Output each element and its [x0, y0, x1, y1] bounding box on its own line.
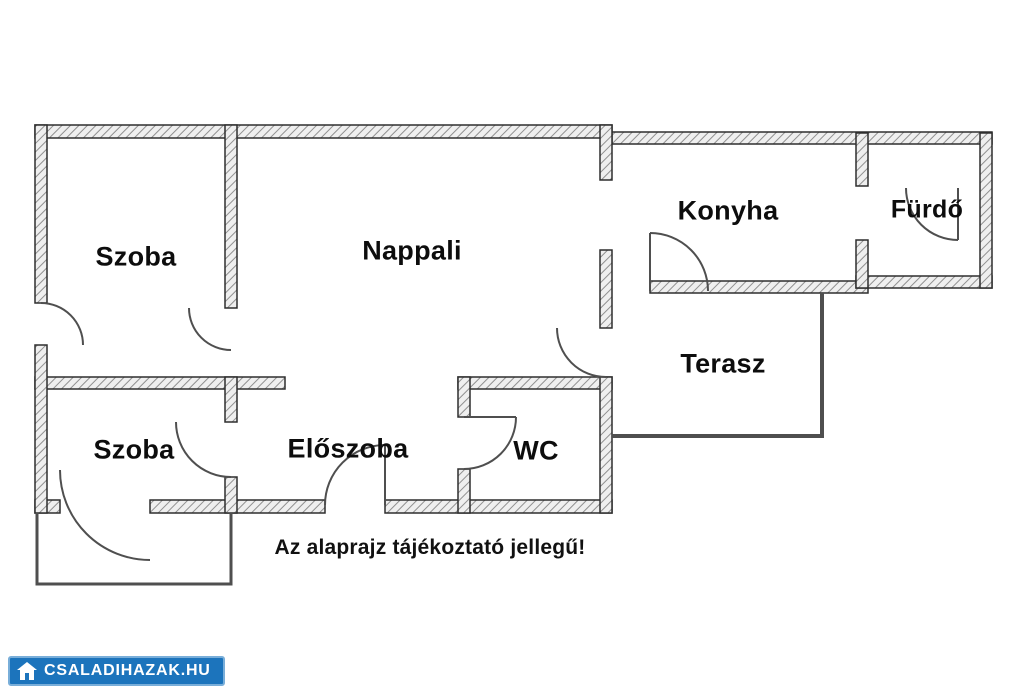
terasz-outline — [612, 293, 824, 438]
watermark-logo: CSALADIHAZAK.HU — [8, 656, 225, 686]
watermark-text: CSALADIHAZAK.HU — [44, 662, 211, 679]
door-arcs — [40, 187, 959, 561]
house-icon — [17, 662, 37, 680]
room-label-wc: WC — [513, 435, 559, 466]
room-label-eloszoba: Előszoba — [287, 433, 409, 464]
disclaimer-text: Az alaprajz tájékoztató jellegű! — [274, 536, 586, 559]
walls — [34, 124, 993, 514]
room-label-nappali: Nappali — [362, 235, 462, 266]
room-label-furdo: Fürdő — [890, 195, 964, 224]
room-label-szoba-bottom: Szoba — [93, 434, 175, 465]
balcony-outline — [35, 513, 233, 586]
room-label-terasz: Terasz — [680, 348, 766, 379]
room-label-szoba-top: Szoba — [95, 241, 177, 272]
room-label-konyha: Konyha — [677, 195, 779, 226]
